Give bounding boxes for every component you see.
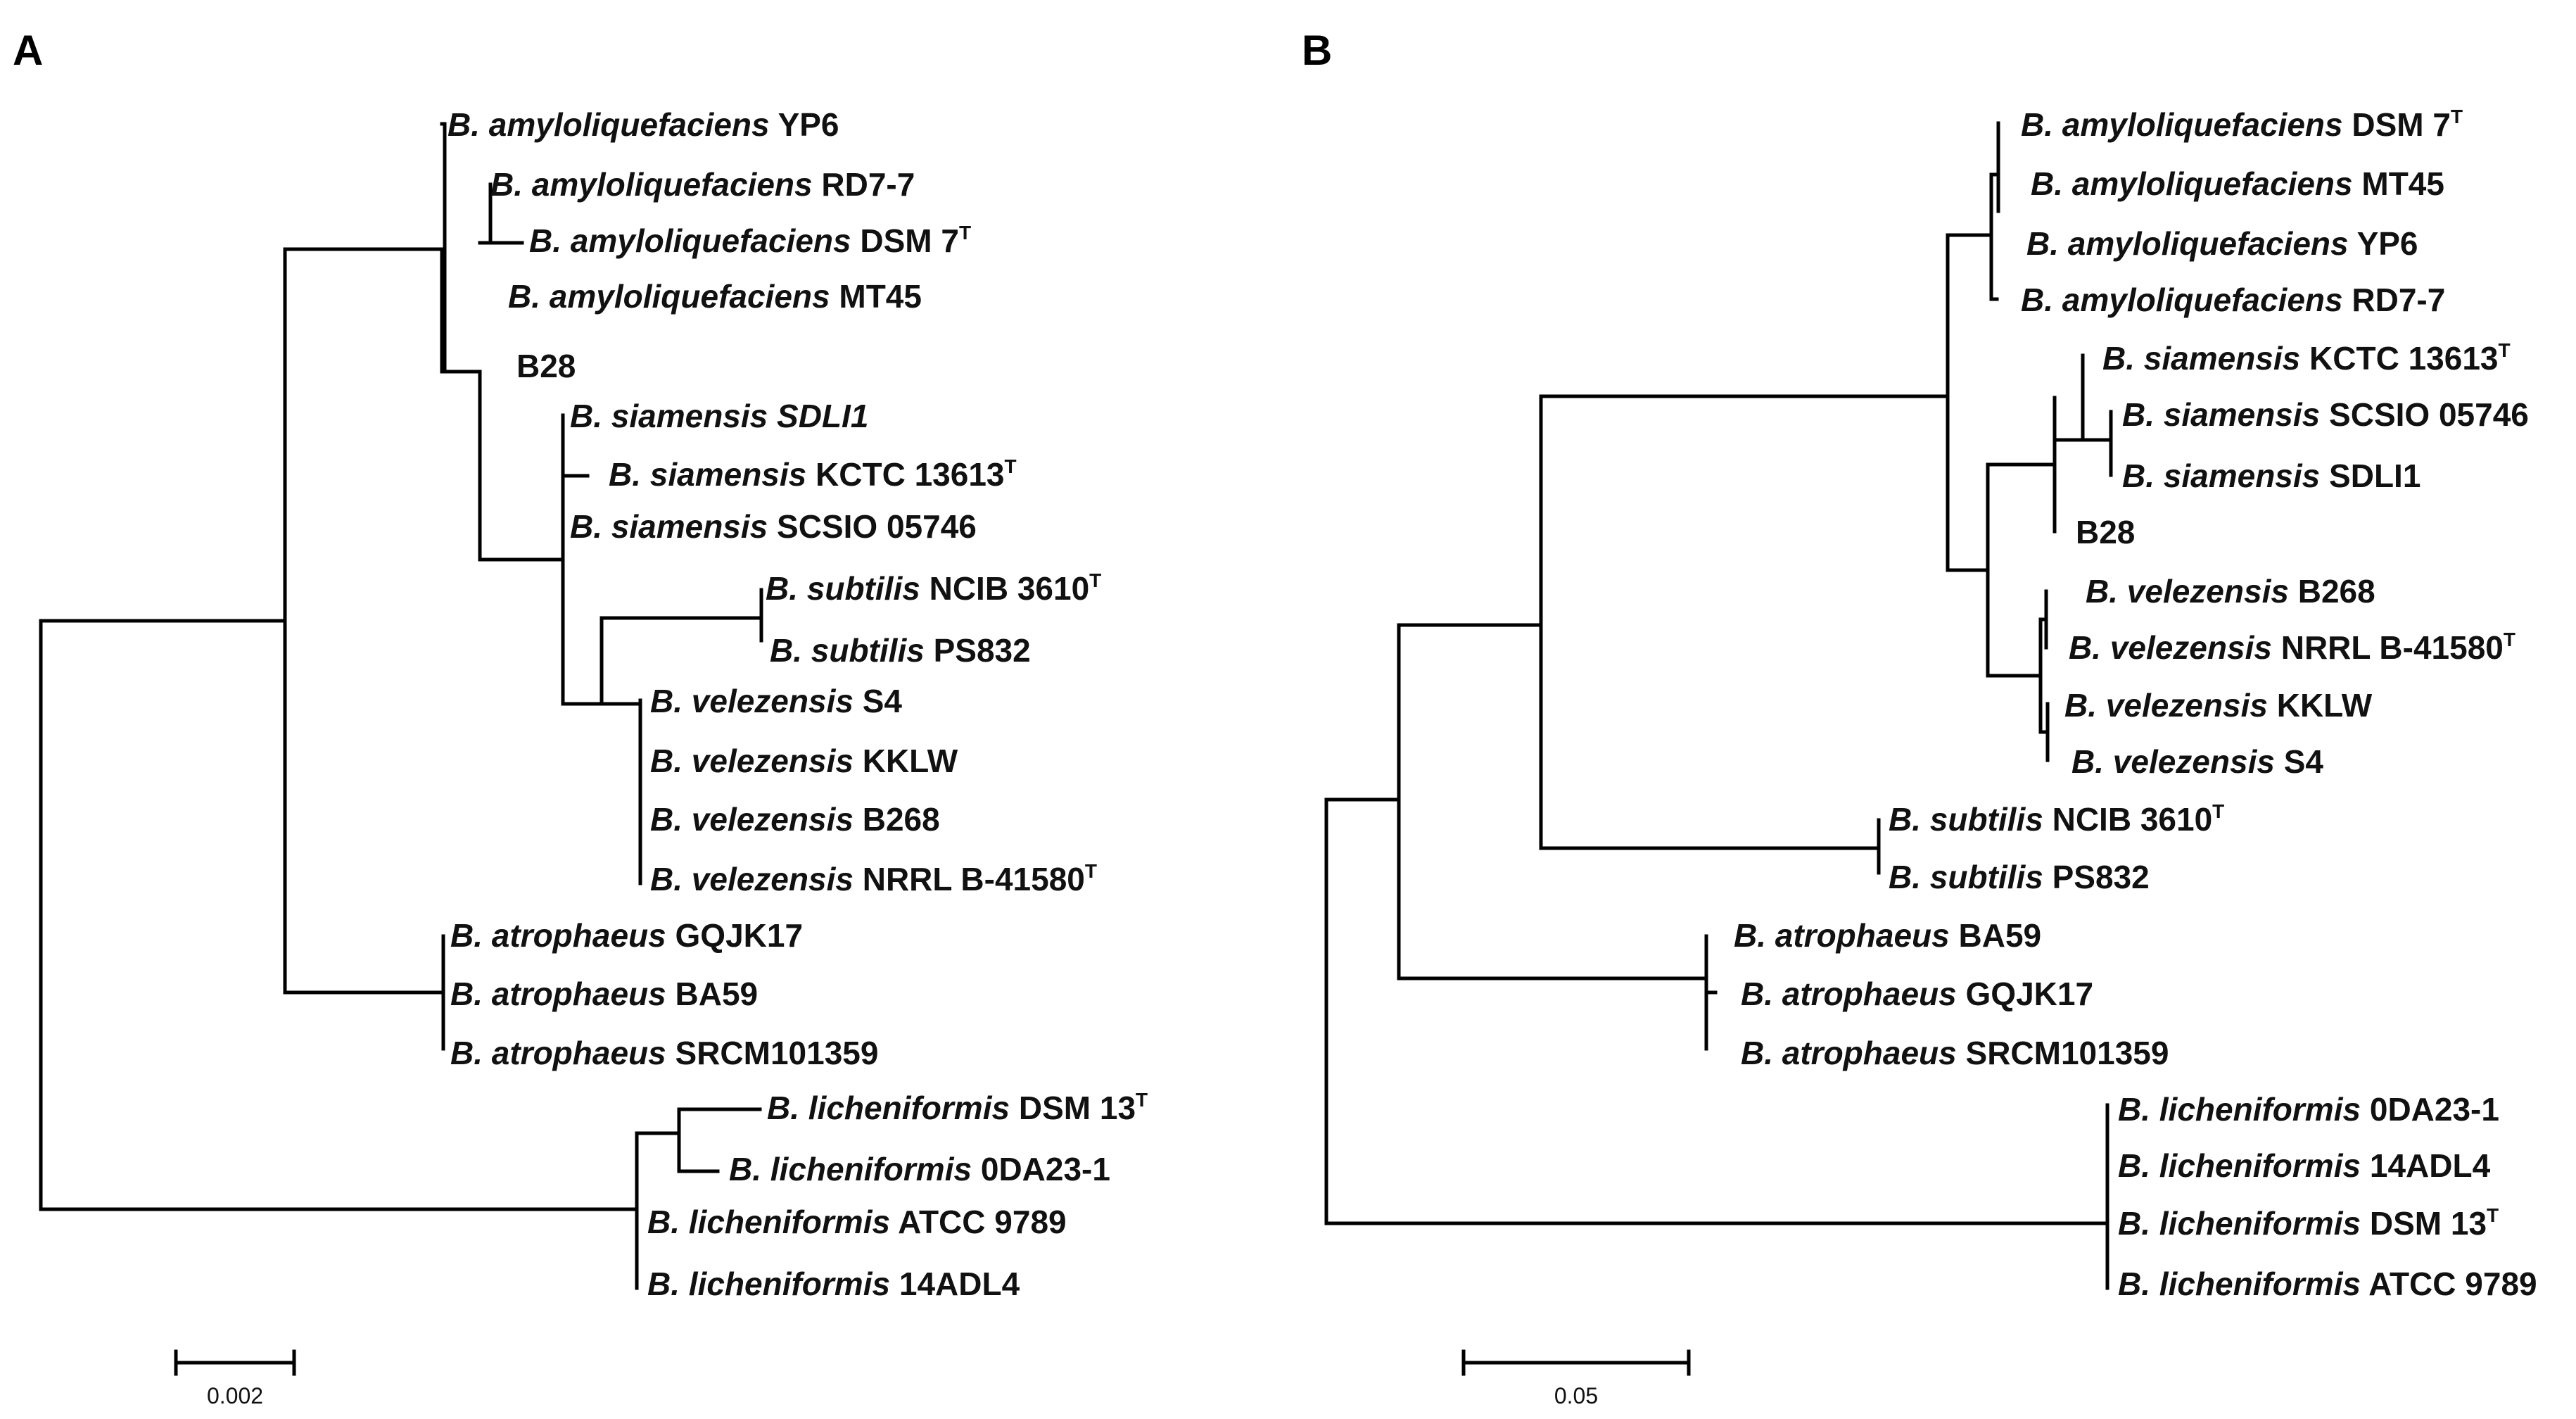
panel-a: A B. amyloliquefaciens YP6 <box>13 27 1148 1408</box>
tree-a-rd77 <box>478 182 493 245</box>
leaf-label: B. atrophaeus BA59 <box>450 976 758 1012</box>
leaf-label: B. licheniformis DSM 13T <box>2118 1204 2499 1242</box>
leaf-label: B. subtilis NCIB 3610T <box>766 569 1101 607</box>
leaf-label: B. velezensis B268 <box>2086 573 2375 610</box>
panel-b-leaves: B. amyloliquefaciens DSM 7T B. amyloliqu… <box>1734 106 2537 1302</box>
leaf-label: B. velezensis S4 <box>2071 743 2323 780</box>
leaf-label: B. siamensis KCTC 13613T <box>609 455 1017 493</box>
leaf-label: B. amyloliquefaciens YP6 <box>2026 225 2418 262</box>
tree-a-root <box>39 619 639 1211</box>
leaf-label: B28 <box>2076 514 2135 550</box>
leaf-label: B. velezensis B268 <box>650 801 940 838</box>
panel-a-branches <box>39 122 763 1290</box>
tree-b-amylo <box>1989 121 2000 301</box>
tree-a-subtilis <box>599 588 763 643</box>
leaf-label: B. velezensis KKLW <box>2064 687 2373 724</box>
leaf-label: B. velezensis KKLW <box>650 743 958 779</box>
tree-b-siamensis <box>2052 353 2113 534</box>
tree-a-clade-amylo <box>440 247 482 374</box>
leaf-label: B. atrophaeus GQJK17 <box>450 917 803 954</box>
leaf-label: B. licheniformis 0DA23-1 <box>2118 1091 2499 1128</box>
leaf-label: B. licheniformis DSM 13T <box>767 1089 1148 1126</box>
tree-a-siamensis <box>561 413 604 706</box>
leaf-label: B. amyloliquefaciens DSM 7T <box>529 222 971 259</box>
leaf-label: B. amyloliquefaciens MT45 <box>2031 165 2444 202</box>
leaf-label: B. subtilis PS832 <box>770 632 1031 669</box>
scale-bar-label: 0.002 <box>207 1383 263 1408</box>
leaf-label: B. licheniformis 14ADL4 <box>647 1266 1020 1302</box>
panel-a-leaves: B. amyloliquefaciens YP6 B. amyloliquefa… <box>448 106 1148 1302</box>
tree-b-siam-vel <box>1986 462 2057 678</box>
panel-b-branches <box>1324 121 2113 1290</box>
leaf-label: B. velezensis NRRL B-41580T <box>2069 629 2515 666</box>
leaf-label: B. atrophaeus SRCM101359 <box>450 1035 878 1071</box>
panel-b: B B. amyloliquefaciens DSM 7T B <box>1302 27 2537 1408</box>
leaf-label: B. siamensis SDLI1 <box>570 398 868 434</box>
leaf-label: B. subtilis NCIB 3610T <box>1889 800 2224 838</box>
leaf-label: B. amyloliquefaciens YP6 <box>448 106 839 143</box>
leaf-label: B. licheniformis 14ADL4 <box>2118 1147 2491 1184</box>
leaf-label: B. licheniformis ATCC 9789 <box>2118 1266 2537 1302</box>
scale-bar-line <box>1461 1349 1691 1376</box>
tree-b-amylo-siam-vel <box>1946 233 1993 572</box>
tree-b-root <box>1324 797 2109 1225</box>
panel-a-scale-bar: 0.002 <box>174 1349 296 1408</box>
leaf-label: B. siamensis SCSIO 05746 <box>570 508 977 545</box>
scale-bar-line <box>174 1349 296 1376</box>
leaf-label: B. velezensis S4 <box>650 683 902 719</box>
tree-a-licheniformis <box>635 1107 762 1290</box>
tree-b-clade-main <box>1397 623 1708 980</box>
tree-a-velezensis <box>599 698 642 885</box>
leaf-label: B. licheniformis 0DA23-1 <box>729 1151 1110 1187</box>
leaf-label: B. amyloliquefaciens DSM 7T <box>2021 106 2463 143</box>
tree-b-clade-upper <box>1539 394 1950 850</box>
tree-b-atrophaeus <box>1704 934 1718 1051</box>
leaf-label: B. siamensis SCSIO 05746 <box>2122 396 2529 433</box>
leaf-label: B. amyloliquefaciens RD7-7 <box>2021 282 2445 318</box>
panel-b-scale-bar: 0.05 <box>1461 1349 1691 1408</box>
tree-a-clade-main <box>283 247 445 995</box>
leaf-label: B. siamensis KCTC 13613T <box>2102 339 2511 377</box>
leaf-label: B. atrophaeus GQJK17 <box>1741 976 2093 1012</box>
leaf-label: B. licheniformis ATCC 9789 <box>647 1204 1067 1240</box>
tree-a-amylo-sub <box>478 370 565 562</box>
leaf-label: B. atrophaeus SRCM101359 <box>1741 1035 2169 1071</box>
leaf-label: B. siamensis SDLI1 <box>2122 458 2420 494</box>
leaf-label: B28 <box>516 348 576 384</box>
leaf-label: B. amyloliquefaciens MT45 <box>508 278 922 315</box>
leaf-label: B. atrophaeus BA59 <box>1734 917 2041 954</box>
scale-bar-label: 0.05 <box>1554 1383 1598 1408</box>
leaf-label: B. subtilis PS832 <box>1889 859 2150 895</box>
leaf-label: B. amyloliquefaciens RD7-7 <box>490 166 915 203</box>
leaf-label: B. velezensis NRRL B-41580T <box>650 860 1097 897</box>
tree-b-velezensis <box>2038 589 2050 762</box>
panel-a-label: A <box>13 27 43 74</box>
panel-b-label: B <box>1302 27 1332 74</box>
